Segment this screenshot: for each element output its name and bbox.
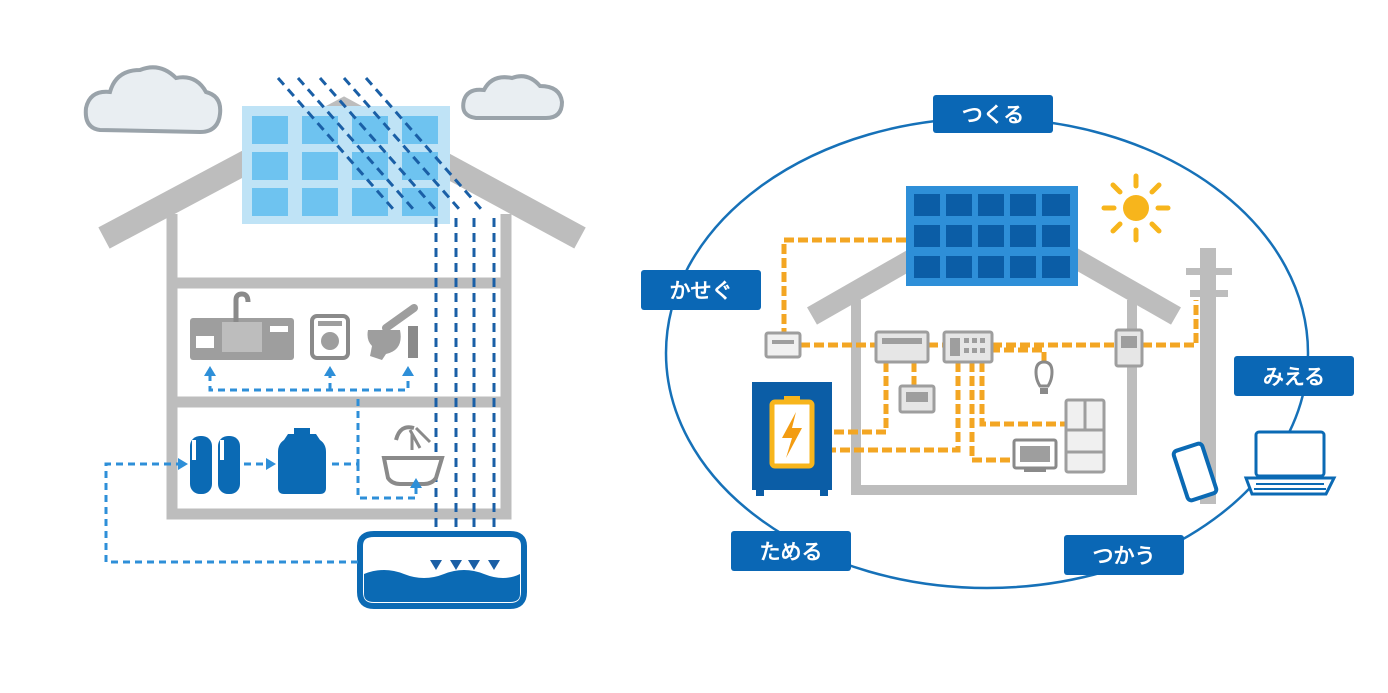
battery-storage-icon: [752, 382, 832, 496]
television-icon: [1012, 438, 1058, 472]
utility-pole-icon: [1186, 248, 1232, 504]
solar-panel-icon: [242, 106, 450, 224]
water-flow-lines: [104, 374, 418, 564]
smartphone-icon: [1171, 441, 1219, 503]
house-frame: [166, 214, 512, 520]
rainwater-house-illustration: [83, 65, 586, 609]
label-tameru-text: ためる: [760, 540, 823, 564]
kitchen-sink-icon: [190, 291, 294, 360]
bathtub-icon: [381, 425, 445, 486]
refrigerator-icon: [1064, 398, 1106, 474]
label-kasegu-text: かせぐ: [670, 279, 733, 303]
label-tameru: ためる: [731, 531, 851, 571]
downpipes: [434, 218, 496, 562]
energy-cycle-illustration: つくる かせぐ みえる ためる つかう: [641, 95, 1354, 590]
label-tsukau: つかう: [1064, 535, 1184, 575]
label-kasegu: かせぐ: [641, 270, 761, 310]
laptop-icon: [1243, 430, 1337, 496]
label-mieru: みえる: [1234, 356, 1354, 396]
power-conditioner-icon: [874, 330, 930, 364]
distribution-board-icon: [942, 330, 994, 364]
hems-monitor-icon: [898, 384, 936, 414]
cloud-icon: [83, 65, 223, 135]
flow-arrowheads-tank: [430, 560, 500, 570]
toilet-icon: [367, 304, 418, 360]
rainwater-tank-icon: [357, 531, 527, 609]
cloud-icon: [461, 74, 565, 120]
label-tsukuru-text: つくる: [962, 103, 1025, 127]
power-meter-icon: [764, 331, 802, 359]
smart-meter-icon: [1114, 328, 1144, 368]
water-storage-icon: [278, 428, 326, 494]
label-tsukuru: つくる: [933, 95, 1053, 133]
solar-panel-icon: [906, 186, 1078, 286]
sun-icon: [1101, 173, 1171, 243]
light-bulb-icon: [1034, 360, 1054, 394]
washing-machine-icon: [310, 314, 350, 360]
water-filter-icon: [190, 436, 240, 494]
flow-arrowheads: [178, 366, 422, 488]
label-mieru-text: みえる: [1263, 365, 1325, 389]
label-tsukau-text: つかう: [1093, 544, 1156, 568]
energy-house-frame: [851, 300, 1137, 495]
